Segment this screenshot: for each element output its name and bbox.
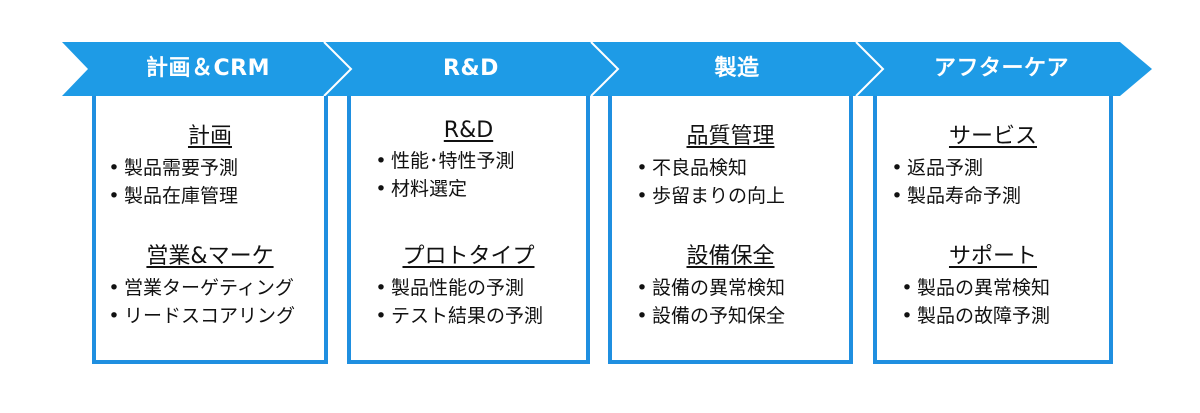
stage-title-rd: R&D: [443, 56, 499, 81]
list-item: •営業ターゲティング: [96, 274, 324, 302]
group-heading: 設備保全: [686, 244, 775, 269]
list-item-label: 設備の予知保全: [652, 305, 786, 327]
stage-title-aftercare: アフターケア: [933, 56, 1069, 81]
list-item: •不良品検知: [612, 154, 849, 182]
list-item-label: テスト結果の予測: [391, 305, 544, 327]
group-planning: 計画 •製品需要予測 •製品在庫管理: [96, 118, 324, 210]
list-item-label: 歩留まりの向上: [652, 185, 786, 207]
list-item: •製品需要予測: [96, 154, 324, 182]
bullet-icon: •: [375, 150, 387, 172]
group-heading: サービス: [948, 124, 1037, 149]
bullet-icon: •: [108, 185, 120, 207]
group-sales-marketing: 営業&マーケ •営業ターゲティング •リードスコアリング: [96, 238, 324, 330]
list-item: •テスト結果の予測: [351, 302, 586, 330]
list-item-label: リードスコアリング: [124, 305, 296, 327]
bullet-icon: •: [636, 305, 648, 327]
list-item: •リードスコアリング: [96, 302, 324, 330]
list-item: •歩留まりの向上: [612, 182, 849, 210]
list-item: •設備の予知保全: [612, 302, 849, 330]
stage-separator-chevron: [590, 41, 620, 97]
bullet-icon: •: [891, 157, 903, 179]
list-item-label: 製品需要予測: [124, 157, 239, 179]
bullet-icon: •: [108, 157, 120, 179]
stage-separator-chevron: [323, 41, 353, 97]
stage-title-plan-crm: 計画＆CRM: [146, 56, 270, 81]
bullet-icon: •: [375, 178, 387, 200]
list-item-label: 製品寿命予測: [907, 185, 1022, 207]
bullet-icon: •: [636, 157, 648, 179]
list-item-label: 返品予測: [907, 157, 984, 179]
stage-box-aftercare: サービス •返品予測 •製品寿命予測 サポート •製品の異常検知 •製品の故障予…: [873, 96, 1113, 364]
list-item-label: 性能･特性予測: [391, 150, 515, 172]
stage-separator-chevron: [855, 41, 885, 97]
list-item-label: 製品の故障予測: [917, 305, 1051, 327]
group-prototype: プロトタイプ •製品性能の予測 •テスト結果の予測: [351, 238, 586, 330]
group-heading: サポート: [948, 244, 1037, 269]
stage-box-plan-crm: 計画 •製品需要予測 •製品在庫管理 営業&マーケ •営業ターゲティング •リー…: [92, 96, 328, 364]
group-rd: R&D •性能･特性予測 •材料選定: [351, 118, 586, 203]
group-service: サービス •返品予測 •製品寿命予測: [877, 118, 1109, 210]
bullet-icon: •: [901, 277, 913, 299]
bullet-icon: •: [375, 277, 387, 299]
bullet-icon: •: [891, 185, 903, 207]
group-support: サポート •製品の異常検知 •製品の故障予測: [877, 238, 1109, 330]
list-item: •製品性能の予測: [351, 274, 586, 302]
bullet-icon: •: [108, 277, 120, 299]
list-item-label: 不良品検知: [652, 157, 748, 179]
list-item-label: 設備の異常検知: [652, 277, 786, 299]
bullet-icon: •: [901, 305, 913, 327]
group-heading: 計画: [187, 124, 232, 149]
list-item: •返品予測: [877, 154, 1109, 182]
stage-box-rd: R&D •性能･特性予測 •材料選定 プロトタイプ •製品性能の予測 •テスト結…: [347, 96, 590, 364]
group-heading: R&D: [443, 118, 494, 143]
list-item: •製品寿命予測: [877, 182, 1109, 210]
bullet-icon: •: [375, 305, 387, 327]
group-heading: プロトタイプ: [402, 244, 535, 269]
list-item-label: 営業ターゲティング: [124, 277, 294, 299]
stage-title-manufacturing: 製造: [714, 56, 760, 81]
list-item: •製品在庫管理: [96, 182, 324, 210]
list-item-label: 製品性能の予測: [391, 277, 525, 299]
list-item: •性能･特性予測: [351, 147, 586, 175]
group-heading: 品質管理: [686, 124, 775, 149]
list-item: •材料選定: [351, 175, 586, 203]
list-item-label: 製品の異常検知: [917, 277, 1051, 299]
list-item-label: 材料選定: [391, 178, 468, 200]
group-equipment-maintenance: 設備保全 •設備の異常検知 •設備の予知保全: [612, 238, 849, 330]
bullet-icon: •: [636, 185, 648, 207]
list-item: •設備の異常検知: [612, 274, 849, 302]
banner-arrow: [62, 42, 1152, 96]
group-quality-control: 品質管理 •不良品検知 •歩留まりの向上: [612, 118, 849, 210]
list-item: •製品の異常検知: [877, 274, 1109, 302]
bullet-icon: •: [108, 305, 120, 327]
list-item-label: 製品在庫管理: [124, 185, 239, 207]
list-item: •製品の故障予測: [877, 302, 1109, 330]
group-heading: 営業&マーケ: [146, 244, 274, 269]
stage-box-manufacturing: 品質管理 •不良品検知 •歩留まりの向上 設備保全 •設備の異常検知 •設備の予…: [608, 96, 853, 364]
bullet-icon: •: [636, 277, 648, 299]
